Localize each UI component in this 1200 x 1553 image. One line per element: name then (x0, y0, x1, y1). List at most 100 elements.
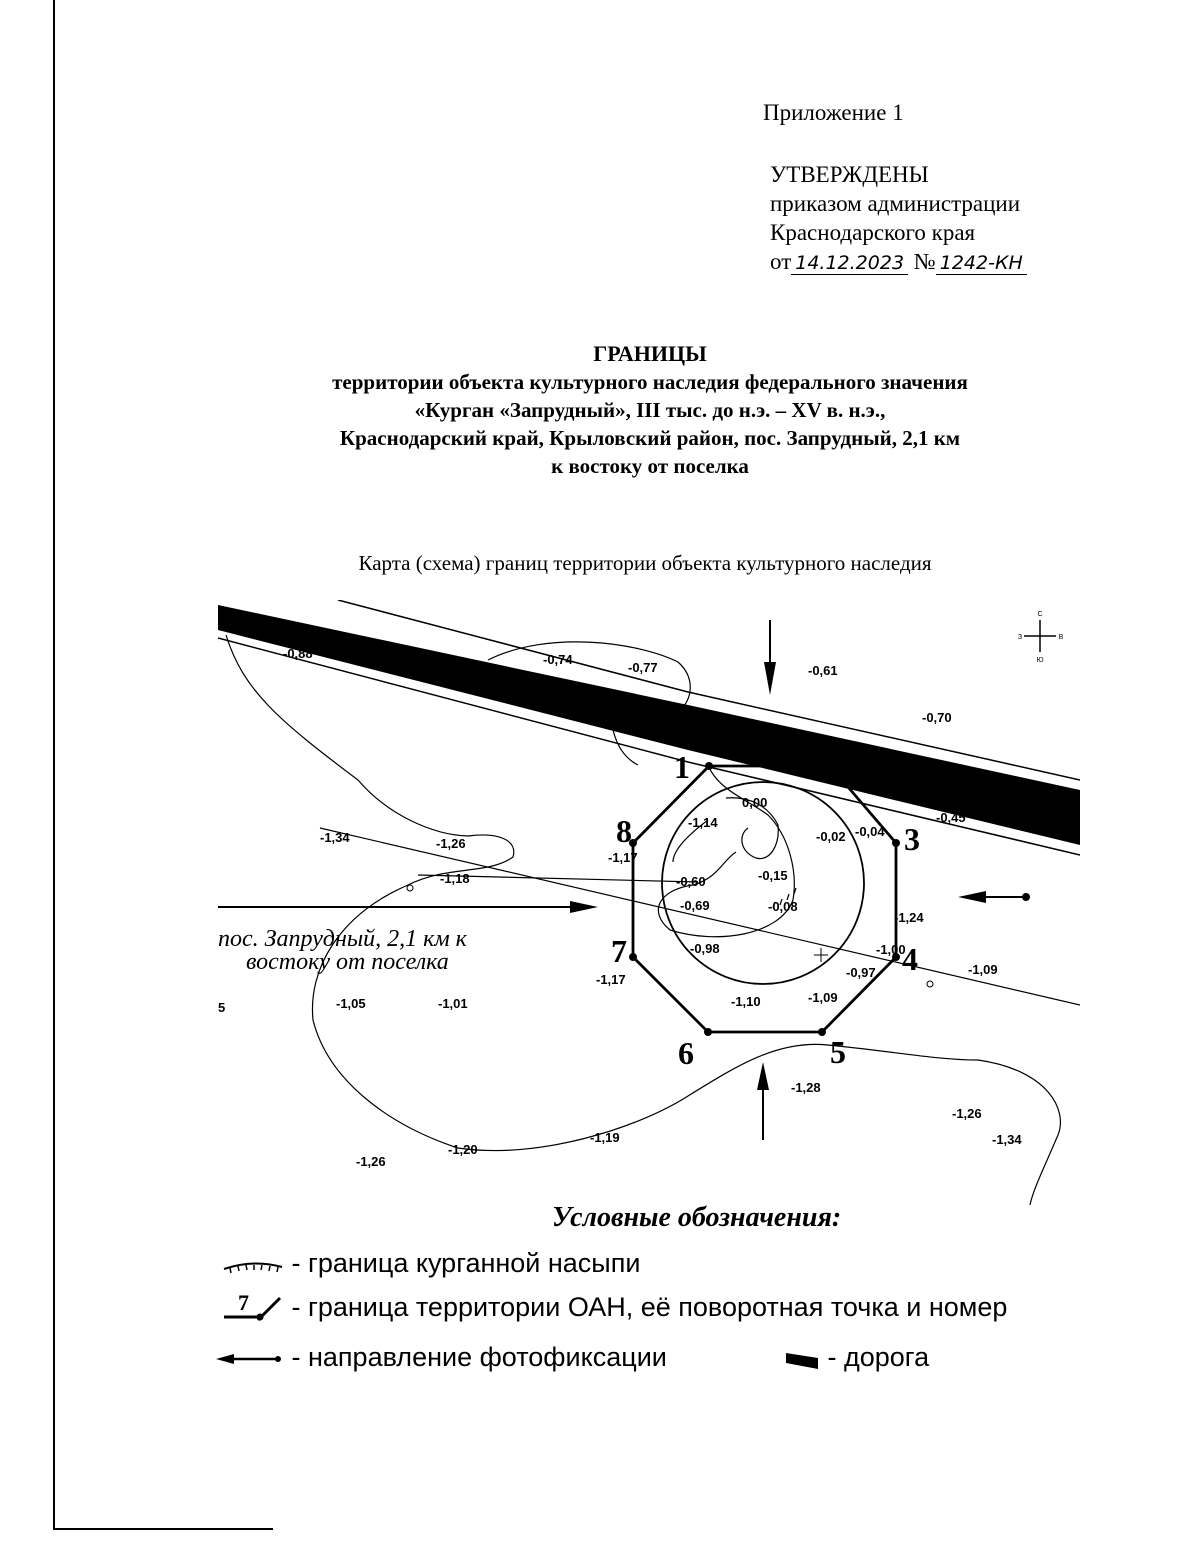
boundary-vertex (629, 953, 637, 961)
appendix-label: Приложение 1 (763, 100, 904, 125)
elevation-mark: 5 (218, 1000, 225, 1015)
legend-title: Условные обозначения: (552, 1202, 842, 1233)
elevation-mark: -1,18 (440, 871, 470, 886)
elevation-mark: -0,88 (283, 646, 313, 661)
boundary-vertex (704, 1028, 712, 1036)
page-frame-left (53, 0, 55, 1530)
legend-photo: - направление фотофиксации (216, 1342, 667, 1373)
document-title: ГРАНИЦЫ территории объекта культурного н… (0, 340, 1200, 480)
compass-west: З (1018, 634, 1022, 641)
page-frame-bottom (53, 1528, 273, 1530)
road-edge (337, 600, 1080, 781)
legend-boundary: 7 - граница территории ОАН, её поворотна… (222, 1290, 1008, 1326)
photo-direction-arrow (757, 1062, 769, 1140)
photo-arrow-icon (216, 1353, 281, 1364)
boundary-vertex (892, 953, 900, 961)
contour-line (725, 797, 779, 860)
legend-mound-text: - граница курганной насыпи (291, 1248, 641, 1278)
elevation-mark: -0,74 (543, 652, 573, 667)
elevation-mark: -0,08 (768, 899, 798, 914)
elevation-mark: -1,24 (894, 910, 924, 925)
elevation-mark: -1,05 (336, 996, 366, 1011)
title-line1: территории объекта культурного наследия … (332, 370, 968, 394)
boundary-point-sample-number: 7 (238, 1292, 249, 1315)
approved-by-line1: приказом администрации (770, 191, 1021, 216)
date-prefix: от (770, 249, 792, 274)
boundary-vertex (705, 762, 713, 770)
title-main: ГРАНИЦЫ (593, 341, 707, 366)
date-value: 14.12.2023 (791, 252, 909, 275)
approved-heading: УТВЕРЖДЕНЫ (770, 162, 929, 187)
elevation-mark: -1,10 (731, 994, 761, 1009)
elevation-mark: -1,17 (596, 972, 626, 987)
road (218, 605, 1080, 845)
point-number: 4 (902, 941, 918, 977)
elevation-mark: -1,26 (436, 836, 466, 851)
elevation-mark: -1,20 (448, 1142, 478, 1157)
boundary-vertex (892, 839, 900, 847)
approved-by-line2: Краснодарского края (770, 220, 976, 245)
elevation-mark: -1,17 (608, 850, 638, 865)
elevation-mark: -0,97 (846, 965, 876, 980)
mound-boundary (661, 781, 865, 985)
point-number: 3 (904, 821, 920, 857)
legend-boundary-text: - граница территории ОАН, её поворотная … (291, 1292, 1008, 1323)
section-line (417, 874, 699, 883)
photo-direction-arrow (218, 901, 598, 913)
elevation-mark: -1,34 (992, 1132, 1022, 1147)
compass-north: С (1037, 611, 1042, 618)
contour-line (225, 634, 1062, 1206)
elevation-mark: -0,45 (936, 810, 966, 825)
contour-line (672, 819, 709, 863)
compass-south: Ю (1036, 657, 1043, 664)
road-symbol-icon (786, 1352, 818, 1369)
elevation-mark: -1,14 (688, 815, 718, 830)
elevation-mark: -1,26 (356, 1154, 386, 1169)
point-number: 8 (616, 813, 632, 849)
legend-photo-text: - направление фотофиксации (291, 1342, 667, 1372)
elevation-mark: -0,04 (855, 824, 885, 839)
elevation-mark: -1,01 (438, 996, 468, 1011)
legend-road-text: - дорога (827, 1342, 930, 1372)
elevation-mark: -1,09 (968, 962, 998, 977)
boundary-vertex (629, 839, 637, 847)
contour-line (657, 764, 795, 938)
elevation-mark: -0,61 (808, 663, 838, 678)
place-label: востоку от поселка (246, 949, 449, 975)
place-label: пос. Запрудный, 2,1 км к (218, 926, 468, 952)
compass-east: В (1059, 634, 1064, 641)
point-number: 5 (830, 1034, 846, 1070)
boundary-vertex (818, 1028, 826, 1036)
photo-direction-arrow (958, 891, 1030, 903)
elevation-mark: -1,28 (791, 1080, 821, 1095)
elevation-mark: -0,77 (628, 660, 658, 675)
title-line2: «Курган «Запрудный», III тыс. до н.э. – … (414, 398, 886, 422)
title-line3: Краснодарский край, Крыловский район, по… (339, 426, 961, 450)
number-prefix: № (913, 249, 936, 274)
site-map: С Ю З В 1 3 4 5 6 7 8 -0,88 -0,74 -0,77 … (218, 600, 1080, 1210)
elevation-mark: -0,70 (922, 710, 952, 725)
elevation-mark: -0,15 (758, 868, 788, 883)
legend-mound: - граница курганной насыпи (222, 1248, 640, 1279)
boundary-vertices (629, 762, 900, 1036)
title-line4: к востоку от поселка (551, 454, 749, 478)
elevation-mark: -1,00 (876, 942, 906, 957)
point-number: 7 (611, 933, 627, 969)
elevation-mark: -0,02 (816, 829, 846, 844)
elevation-mark: -0,98 (690, 941, 720, 956)
approval-block: УТВЕРЖДЕНЫ приказом администрации Красно… (770, 160, 1027, 278)
road-edge (218, 637, 1080, 856)
map-caption: Карта (схема) границ территории объекта … (358, 551, 932, 575)
contour-line (612, 729, 639, 766)
boundary-point-symbol-icon: 7 (224, 1290, 282, 1322)
elevation-mark: -1,34 (320, 830, 350, 845)
order-number: 1242-КН (935, 252, 1027, 275)
photo-direction-arrow (764, 620, 776, 695)
elevation-mark: -0,60 (676, 874, 706, 889)
compass-rose: С Ю З В (1018, 611, 1064, 664)
point-number: 6 (678, 1035, 694, 1071)
contour-line (487, 641, 691, 711)
section-line (319, 827, 1080, 1006)
elevation-mark: 0,00 (742, 795, 767, 810)
